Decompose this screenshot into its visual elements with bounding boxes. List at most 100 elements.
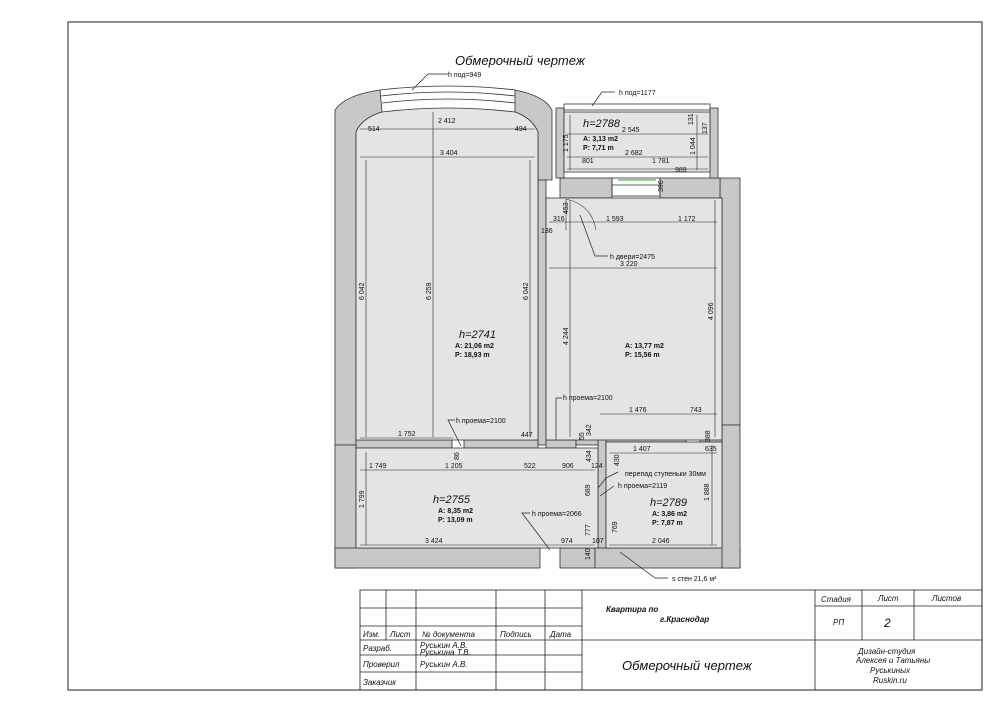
svg-text:P: 13,09 m: P: 13,09 m [438, 517, 473, 524]
stamp-sheet-title: Обмерочный чертеж [622, 658, 753, 673]
svg-text:989: 989 [675, 167, 687, 174]
svg-text:h=2789: h=2789 [650, 497, 687, 509]
svg-text:1 781: 1 781 [652, 158, 670, 165]
svg-text:Лист: Лист [877, 594, 899, 603]
svg-text:6 042: 6 042 [523, 282, 530, 300]
note-step: перепад ступеньки 30мм [625, 471, 706, 478]
svg-text:1 407: 1 407 [633, 446, 651, 453]
svg-text:Разраб.: Разраб. [363, 644, 392, 653]
svg-text:1 752: 1 752 [398, 431, 416, 438]
svg-text:1 175: 1 175 [563, 134, 570, 152]
svg-text:131: 131 [688, 113, 695, 125]
svg-text:3 404: 3 404 [440, 150, 458, 157]
svg-text:Руськин А.В.: Руськин А.В. [420, 641, 468, 650]
svg-text:430: 430 [614, 454, 621, 466]
note-opening-3: h проема=2119 [618, 483, 667, 490]
note-opening-2: h проема=2100 [456, 418, 506, 425]
svg-text:P: 7,71 m: P: 7,71 m [583, 145, 614, 152]
svg-text:Дата: Дата [549, 630, 572, 639]
svg-text:Квартира по: Квартира по [606, 605, 658, 614]
svg-text:86: 86 [454, 452, 461, 460]
svg-text:P: 18,93 m: P: 18,93 m [455, 352, 490, 359]
svg-text:1 593: 1 593 [606, 216, 624, 223]
svg-text:2 682: 2 682 [625, 150, 643, 157]
svg-text:A: 8,35 m2: A: 8,35 m2 [438, 508, 473, 515]
room-hall-label: h=2755 A: 8,35 m2 P: 13,09 m [433, 494, 473, 524]
svg-text:2 545: 2 545 [622, 127, 640, 134]
svg-text:1 172: 1 172 [678, 216, 696, 223]
note-opening-1: h проема=2100 [563, 395, 613, 402]
svg-text:6 259: 6 259 [426, 282, 433, 300]
svg-text:136: 136 [541, 228, 553, 235]
svg-text:Дизайн-студия: Дизайн-студия [857, 647, 916, 656]
note-door: h двери=2475 [610, 254, 655, 261]
svg-text:453: 453 [563, 202, 570, 214]
svg-text:434: 434 [586, 450, 593, 462]
svg-text:Изм.: Изм. [363, 630, 380, 639]
walls [334, 89, 741, 569]
svg-text:A: 3,13 m2: A: 3,13 m2 [583, 136, 618, 143]
svg-text:P: 7,87 m: P: 7,87 m [652, 520, 683, 527]
svg-text:342: 342 [586, 424, 593, 436]
dimension-labels-vertical: 6 042 6 259 6 042 131 137 1 175 1 044 39… [359, 113, 715, 560]
svg-text:3 424: 3 424 [425, 538, 443, 545]
svg-text:Руськин А.В.: Руськин А.В. [420, 660, 468, 669]
svg-text:396: 396 [658, 180, 665, 192]
svg-text:Заказчик: Заказчик [363, 678, 397, 687]
svg-text:1 799: 1 799 [359, 490, 366, 508]
svg-text:1 205: 1 205 [445, 463, 463, 470]
svg-text:1 888: 1 888 [704, 483, 711, 501]
svg-text:h=2788: h=2788 [583, 118, 621, 130]
svg-text:777: 777 [585, 524, 592, 536]
svg-text:РП: РП [833, 618, 844, 627]
svg-text:4 096: 4 096 [708, 302, 715, 320]
svg-text:Руськина Т.В.: Руськина Т.В. [420, 648, 471, 657]
note-walls-area: s стен 21,6 м² [672, 576, 717, 583]
svg-text:1 476: 1 476 [629, 407, 647, 414]
drawing-title: Обмерочный чертеж [455, 53, 586, 68]
svg-text:447: 447 [521, 432, 533, 439]
room-bath-label: h=2789 A: 3,86 m2 P: 7,87 m [650, 497, 687, 527]
svg-text:P: 15,56 m: P: 15,56 m [625, 352, 660, 359]
svg-text:494: 494 [515, 126, 527, 133]
svg-text:A: 3,86 m2: A: 3,86 m2 [652, 511, 687, 518]
leader-lines [411, 73, 668, 579]
svg-text:№ документа: № документа [422, 630, 475, 639]
dimension-labels: 514 2 412 494 3 404 2 545 2 682 801 1 78… [368, 118, 717, 545]
svg-text:769: 769 [612, 521, 619, 533]
note-sill-right: h под=1177 [619, 90, 656, 97]
svg-text:635: 635 [705, 446, 717, 453]
svg-text:55: 55 [579, 432, 586, 440]
note-sill-left: h под=949 [448, 72, 481, 79]
svg-text:906: 906 [562, 463, 574, 470]
svg-text:2: 2 [883, 616, 891, 630]
svg-text:Руськиных: Руськиных [870, 666, 911, 675]
svg-text:107: 107 [592, 538, 604, 545]
svg-text:1 749: 1 749 [369, 463, 387, 470]
windows [379, 85, 711, 197]
svg-text:2 046: 2 046 [652, 538, 670, 545]
room-floors [355, 107, 723, 549]
svg-text:316: 316 [553, 216, 565, 223]
svg-text:4 244: 4 244 [563, 327, 570, 345]
room-living-label: h=2741 A: 21,06 m2 P: 18,93 m [455, 329, 496, 359]
svg-text:A: 13,77 m2: A: 13,77 m2 [625, 343, 664, 350]
svg-text:3 220: 3 220 [620, 261, 638, 268]
svg-text:Алексея и Татьяны: Алексея и Татьяны [855, 656, 930, 665]
svg-text:1 044: 1 044 [690, 137, 697, 155]
svg-text:124: 124 [591, 463, 603, 470]
svg-text:801: 801 [582, 158, 594, 165]
svg-text:Проверил: Проверил [363, 660, 400, 669]
svg-text:Лист: Лист [389, 630, 411, 639]
room-bedroom-label: A: 13,77 m2 P: 15,56 m [625, 343, 664, 359]
svg-text:388: 388 [705, 430, 712, 442]
svg-text:974: 974 [561, 538, 573, 545]
room-balcony-label: h=2788 A: 3,13 m2 P: 7,71 m [583, 118, 621, 152]
svg-text:514: 514 [368, 126, 380, 133]
title-block-text: Изм. Лист № документа Подпись Дата Разра… [363, 594, 961, 687]
title-block [359, 589, 983, 691]
svg-text:743: 743 [690, 407, 702, 414]
svg-text:г.Краснодар: г.Краснодар [660, 615, 709, 624]
svg-text:Листов: Листов [931, 594, 961, 603]
